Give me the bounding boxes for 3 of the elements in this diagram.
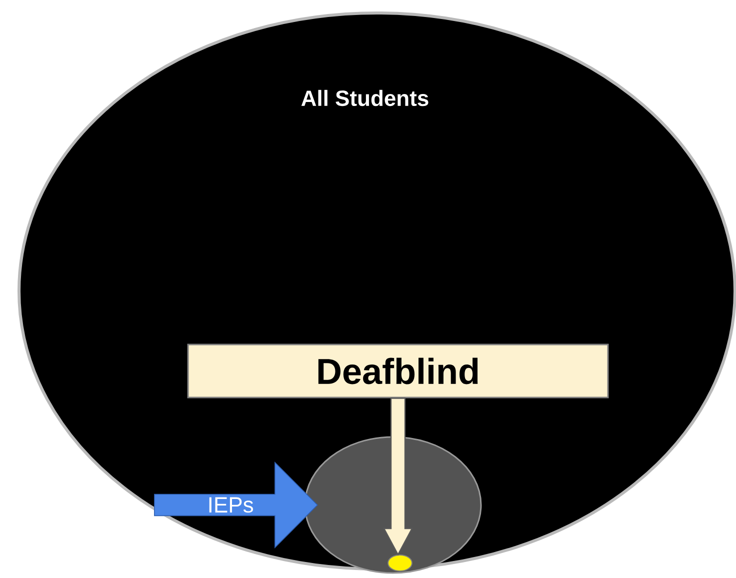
block-arrow (383, 398, 413, 556)
dot (388, 554, 412, 572)
label-box: Deafblind (187, 344, 609, 398)
